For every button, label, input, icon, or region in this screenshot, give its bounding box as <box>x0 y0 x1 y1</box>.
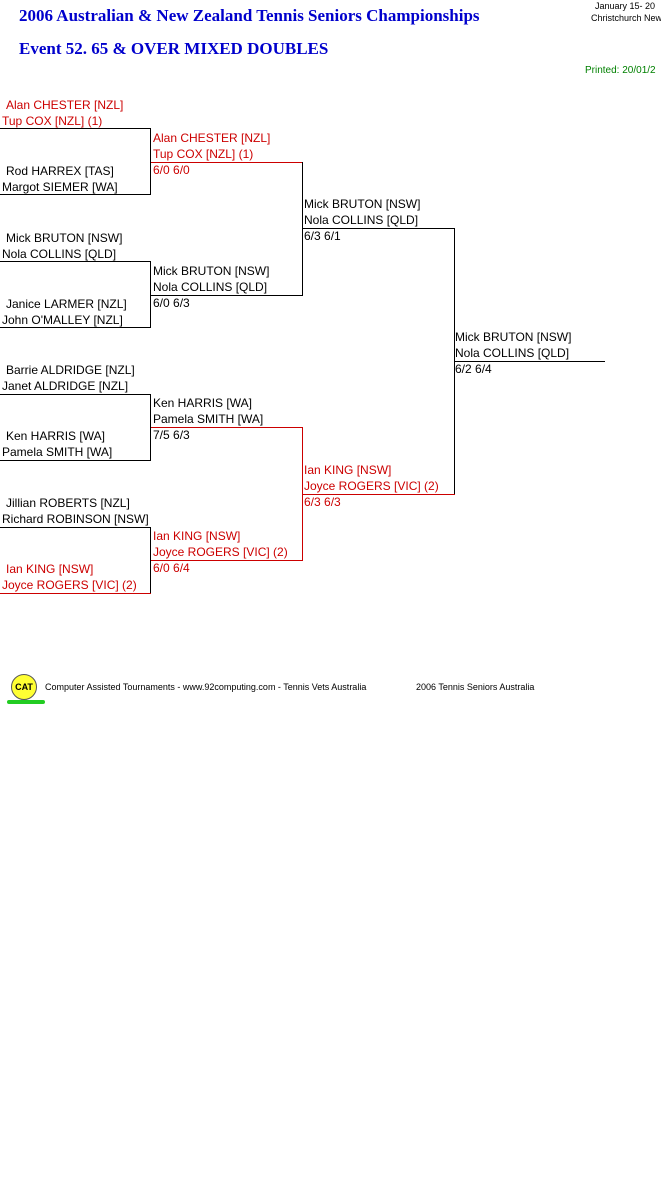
final-score: 6/2 6/4 <box>455 362 492 376</box>
cat-logo-underline <box>7 700 45 704</box>
r1-m2-line <box>0 194 151 195</box>
r1-m1-player1: Alan CHESTER [NZL] <box>6 98 124 112</box>
final-line <box>454 361 605 362</box>
r3-m2-player1: Ian KING [NSW] <box>304 463 392 477</box>
r1-m6-player1: Ken HARRIS [WA] <box>6 429 105 443</box>
r3-m2-player2: Joyce ROGERS [VIC] (2) <box>304 479 439 493</box>
r1-m3-connector <box>150 261 151 328</box>
r2-m4-score: 6/0 6/4 <box>153 561 190 575</box>
r1-m2-player2: Margot SIEMER [WA] <box>2 180 118 194</box>
r1-m6-player2: Pamela SMITH [WA] <box>2 445 113 459</box>
r1-m3-player1: Mick BRUTON [NSW] <box>6 231 123 245</box>
event-location: Christchurch New <box>591 13 661 23</box>
final-player1: Mick BRUTON [NSW] <box>455 330 572 344</box>
r2-m1-player1: Alan CHESTER [NZL] <box>153 131 271 145</box>
event-title: Event 52. 65 & OVER MIXED DOUBLES <box>19 39 329 58</box>
r3-m1-player1: Mick BRUTON [NSW] <box>304 197 421 211</box>
cat-logo-icon: CAT <box>11 674 37 700</box>
footer-credit: Computer Assisted Tournaments - www.92co… <box>45 682 367 692</box>
r2-m2-score: 6/0 6/3 <box>153 296 190 310</box>
r1-m4-player1: Janice LARMER [NZL] <box>6 297 127 311</box>
r2-m2-player1: Mick BRUTON [NSW] <box>153 264 270 278</box>
final-player2: Nola COLLINS [QLD] <box>455 346 570 360</box>
r2-m2-player2: Nola COLLINS [QLD] <box>153 280 268 294</box>
r1-m4-line <box>0 327 151 328</box>
r1-m5-player2: Janet ALDRIDGE [NZL] <box>2 379 129 393</box>
r2-m4-player1: Ian KING [NSW] <box>153 529 241 543</box>
r1-m5-connector <box>150 394 151 461</box>
championship-title: 2006 Australian & New Zealand Tennis Sen… <box>19 6 480 25</box>
r3-m1-line <box>302 228 455 229</box>
r2-m3-line <box>151 427 303 428</box>
event-dates: January 15- 20 <box>595 1 656 11</box>
r2-m1-connector <box>302 162 303 296</box>
footer-copyright: 2006 Tennis Seniors Australia <box>416 682 535 692</box>
r2-m4-line <box>151 560 303 561</box>
r1-m3-player2: Nola COLLINS [QLD] <box>2 247 117 261</box>
r1-m8-line <box>0 593 151 594</box>
r3-m2-line <box>302 494 455 495</box>
r2-m1-line <box>151 162 303 163</box>
r1-m7-line <box>0 527 151 528</box>
r2-m3-player1: Ken HARRIS [WA] <box>153 396 252 410</box>
r1-m7-connector <box>150 527 151 594</box>
r1-m3-line <box>0 261 151 262</box>
printed-date: Printed: 20/01/2 <box>585 65 656 76</box>
r2-m4-player2: Joyce ROGERS [VIC] (2) <box>153 545 288 559</box>
r1-m7-player1: Jillian ROBERTS [NZL] <box>6 496 130 510</box>
r2-m3-score: 7/5 6/3 <box>153 428 190 442</box>
r3-m1-player2: Nola COLLINS [QLD] <box>304 213 419 227</box>
r3-m1-score: 6/3 6/1 <box>304 229 341 243</box>
r1-m4-player2: John O'MALLEY [NZL] <box>2 313 123 327</box>
r1-m5-player1: Barrie ALDRIDGE [NZL] <box>6 363 135 377</box>
r1-m1-player2: Tup COX [NZL] (1) <box>2 114 103 128</box>
r2-m1-score: 6/0 6/0 <box>153 163 190 177</box>
r1-m1-line <box>0 128 151 129</box>
r3-m2-score: 6/3 6/3 <box>304 495 341 509</box>
r1-m1-connector <box>150 128 151 195</box>
r1-m5-line <box>0 394 151 395</box>
r2-m3-player2: Pamela SMITH [WA] <box>153 412 264 426</box>
r2-m3-connector <box>302 427 303 560</box>
r1-m7-player2: Richard ROBINSON [NSW] <box>2 512 149 526</box>
r1-m6-line <box>0 460 151 461</box>
r2-m2-line <box>151 295 303 296</box>
r2-m1-player2: Tup COX [NZL] (1) <box>153 147 254 161</box>
r1-m8-player1: Ian KING [NSW] <box>6 562 94 576</box>
r1-m8-player2: Joyce ROGERS [VIC] (2) <box>2 578 137 592</box>
r1-m2-player1: Rod HARREX [TAS] <box>6 164 114 178</box>
